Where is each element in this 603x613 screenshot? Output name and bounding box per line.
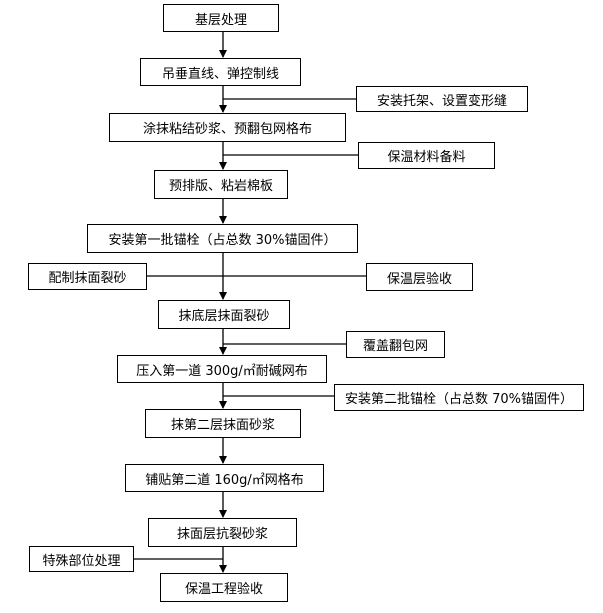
step-1-box: 基层处理 <box>163 4 279 32</box>
side-inspection-box: 保温层验收 <box>366 263 473 291</box>
step-7-box: 压入第一道 300g/㎡耐碱网布 <box>117 355 327 383</box>
step-4-box: 预排版、粘岩棉板 <box>154 170 288 199</box>
step-2-box: 吊垂直线、弹控制线 <box>140 58 301 86</box>
step-5-box: 安装第一批锚栓（占总数 30%锚固件） <box>87 224 358 253</box>
side-bracket-box: 安装托架、设置变形缝 <box>356 86 528 112</box>
side-special-box: 特殊部位处理 <box>29 546 134 572</box>
step-8-box: 抹第二层抹面砂浆 <box>145 409 301 438</box>
side-mortar-box: 配制抹面裂砂 <box>28 263 147 290</box>
side-wrap-box: 覆盖翻包网 <box>346 331 445 358</box>
step-3-box: 涂抹粘结砂浆、预翻包网格布 <box>109 113 346 142</box>
step-11-box: 保温工程验收 <box>160 573 288 602</box>
side-material-box: 保温材料备料 <box>358 142 495 169</box>
step-10-box: 抹面层抗裂砂浆 <box>148 518 297 547</box>
side-anchor-box: 安装第二批锚栓（占总数 70%锚固件） <box>334 384 584 411</box>
step-9-box: 铺贴第二道 160g/㎡网格布 <box>125 464 324 492</box>
step-6-box: 抹底层抹面裂砂 <box>158 300 290 329</box>
